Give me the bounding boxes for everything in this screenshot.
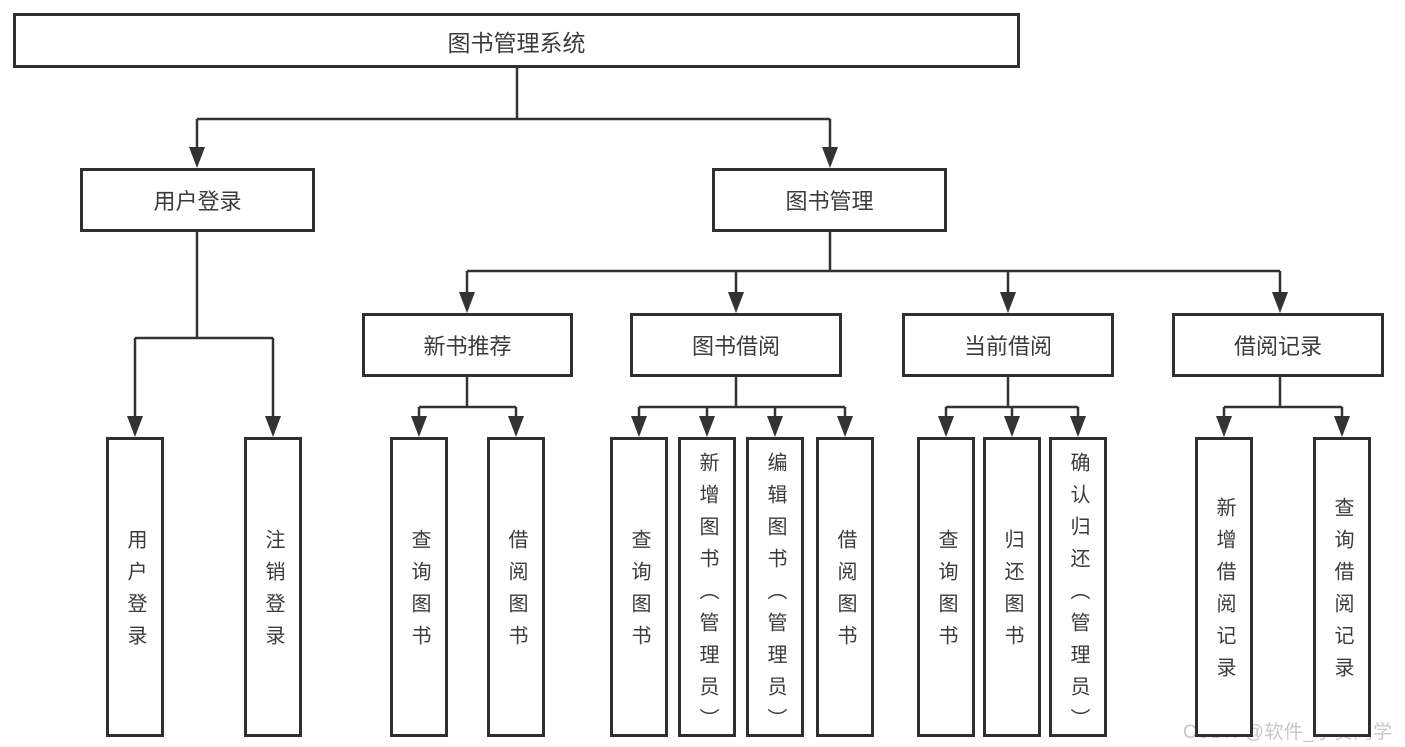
- node-label: 新增借阅记录: [1213, 497, 1235, 689]
- arrowhead: [411, 416, 427, 437]
- node-new-book-recommend: 新书推荐: [362, 313, 573, 377]
- node-book-management: 图书管理: [712, 168, 947, 232]
- node-recommend-borrow-books: 借阅图书: [487, 437, 545, 737]
- node-label: 编辑图书（管理员）: [764, 452, 786, 740]
- node-borrow-query-books: 查询图书: [610, 437, 668, 737]
- node-user-login-leaf: 用户登录: [106, 437, 164, 737]
- node-label: 当前借阅: [963, 334, 1052, 359]
- arrowhead: [837, 416, 853, 437]
- node-label: 图书管理系统: [447, 29, 586, 56]
- node-label: 用户登录: [153, 189, 242, 214]
- arrowhead: [1272, 292, 1288, 313]
- connector-records-leaves: [1222, 377, 1344, 421]
- node-label: 用户登录: [124, 529, 146, 657]
- arrowhead: [189, 147, 205, 168]
- node-label: 图书管理: [785, 189, 874, 214]
- node-book-borrow: 图书借阅: [630, 313, 842, 377]
- arrowhead: [459, 292, 475, 313]
- arrowhead: [767, 416, 783, 437]
- arrowhead: [1216, 416, 1232, 437]
- arrowhead: [1070, 416, 1086, 437]
- arrowhead: [822, 147, 838, 168]
- node-borrow-add-books-admin: 新增图书（管理员）: [678, 437, 736, 740]
- arrowhead: [1334, 416, 1350, 437]
- node-current-borrow: 当前借阅: [902, 313, 1114, 377]
- arrowhead: [127, 416, 143, 437]
- node-label: 查询借阅记录: [1331, 497, 1353, 689]
- connector-borrow-leaves: [637, 377, 847, 421]
- node-label: 借阅图书: [505, 529, 527, 657]
- node-label: 注销登录: [262, 529, 284, 657]
- connector-current-leaves: [944, 377, 1080, 421]
- node-label: 借阅图书: [834, 529, 856, 657]
- arrowhead: [631, 416, 647, 437]
- node-label: 查询图书: [935, 529, 957, 657]
- arrowhead: [728, 292, 744, 313]
- node-label: 查询图书: [628, 529, 650, 657]
- node-label: 确认归还（管理员）: [1067, 452, 1089, 740]
- connector-user-login-leaves: [133, 232, 275, 421]
- connector-management-to-sections: [465, 232, 1282, 297]
- node-library-system: 图书管理系统: [13, 13, 1020, 68]
- arrowhead: [265, 416, 281, 437]
- node-borrow-edit-books-admin: 编辑图书（管理员）: [746, 437, 804, 740]
- arrowhead: [938, 416, 954, 437]
- node-label: 新增图书（管理员）: [696, 452, 718, 740]
- node-label: 借阅记录: [1233, 334, 1322, 359]
- node-records-query-record: 查询借阅记录: [1313, 437, 1371, 737]
- node-records-add-record: 新增借阅记录: [1195, 437, 1253, 737]
- arrowhead: [508, 416, 524, 437]
- node-label: 查询图书: [408, 529, 430, 657]
- node-label: 新书推荐: [423, 334, 512, 359]
- node-current-query-books: 查询图书: [917, 437, 975, 737]
- connector-recommend-leaves: [417, 377, 518, 421]
- connector-root-to-level2: [195, 68, 832, 152]
- node-label: 图书借阅: [691, 334, 780, 359]
- node-label: 归还图书: [1001, 529, 1023, 657]
- node-current-confirm-return-admin: 确认归还（管理员）: [1049, 437, 1107, 740]
- node-borrow-borrow-books: 借阅图书: [816, 437, 874, 737]
- node-logout: 注销登录: [244, 437, 302, 737]
- node-recommend-query-books: 查询图书: [390, 437, 448, 737]
- arrowhead: [699, 416, 715, 437]
- arrowhead: [1004, 416, 1020, 437]
- node-current-return-books: 归还图书: [983, 437, 1041, 737]
- arrowhead: [1000, 292, 1016, 313]
- node-user-login: 用户登录: [80, 168, 315, 232]
- node-borrow-records: 借阅记录: [1172, 313, 1384, 377]
